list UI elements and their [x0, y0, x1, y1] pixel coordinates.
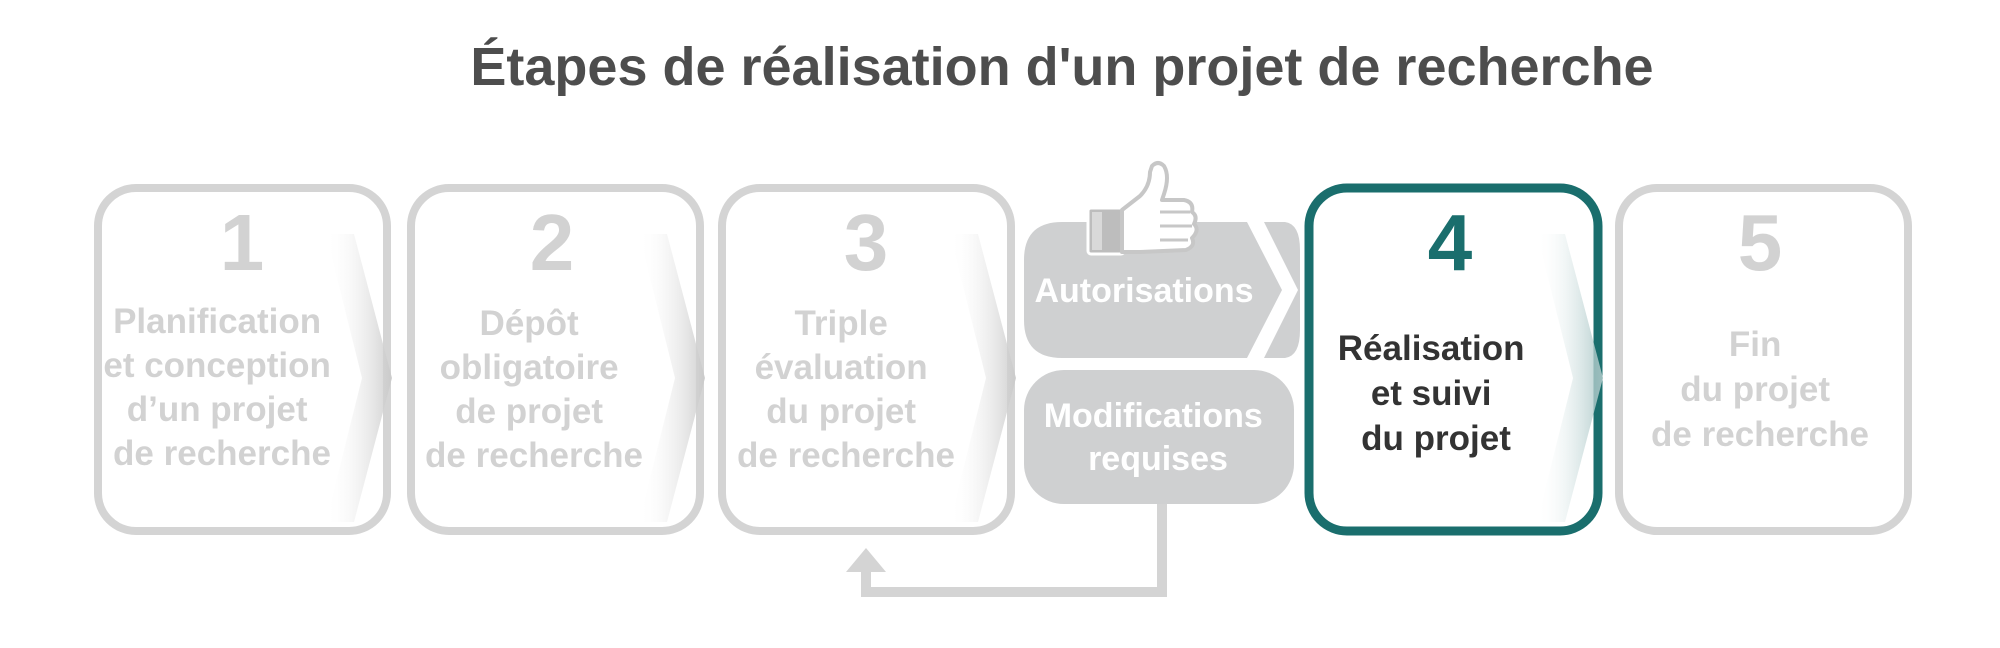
decision-approved: Autorisations — [1024, 222, 1300, 358]
step-3-label-line: de recherche — [737, 436, 955, 475]
step-1-label-line: Planification — [113, 302, 321, 341]
step-3-chevron — [950, 234, 1016, 522]
step-1-label-line: de recherche — [113, 434, 331, 473]
step-4-label-line: du projet — [1361, 419, 1511, 458]
thumbs-up-icon — [1086, 161, 1199, 256]
step-3-label-line: du projet — [766, 392, 916, 431]
step-2-label-line: Dépôt — [480, 304, 580, 343]
step-2-label-line: de projet — [455, 392, 603, 431]
step-1-label-line: d’un projet — [127, 390, 308, 429]
step-2: 2 Dépôt obligatoire de projet de recherc… — [407, 184, 705, 535]
step-3: 3 Triple évaluation du projet de recherc… — [718, 184, 1016, 535]
step-3-label-line: évaluation — [755, 348, 928, 387]
step-1-label-line: et conception — [103, 346, 331, 385]
step-4-label-line: Réalisation — [1338, 329, 1525, 368]
step-5-box — [1615, 184, 1912, 535]
step-5-label-line: Fin — [1729, 325, 1781, 364]
revision-label: Modifications requises — [1044, 397, 1273, 478]
step-1-number: 1 — [220, 198, 265, 287]
step-2-label-line: de recherche — [425, 436, 643, 475]
step-2-number: 2 — [530, 198, 575, 287]
step-3-label-line: Triple — [794, 304, 887, 343]
step-5: 5 Fin du projet de recherche — [1615, 184, 1912, 535]
step-4-number: 4 — [1428, 198, 1473, 287]
step-3-number: 3 — [844, 198, 889, 287]
step-5-label: Fin du projet de recherche — [1651, 325, 1869, 454]
step-4: 4 Réalisation et suivi du projet — [1304, 183, 1603, 536]
step-2-chevron — [639, 234, 705, 522]
step-5-label-line: de recherche — [1651, 415, 1869, 454]
step-5-number: 5 — [1738, 198, 1783, 287]
step-4-label: Réalisation et suivi du projet — [1338, 329, 1534, 458]
step-1-chevron — [326, 234, 392, 522]
step-1: 1 Planification et conception d’un proje… — [94, 184, 392, 535]
step-1-label: Planification et conception d’un projet … — [103, 302, 340, 473]
revision-label-line: requises — [1088, 440, 1228, 478]
step-2-label: Dépôt obligatoire de projet de recherche — [425, 304, 643, 475]
authorization-label: Autorisations — [1034, 272, 1253, 310]
revision-label-line: Modifications — [1044, 397, 1263, 435]
step-5-label-line: du projet — [1680, 370, 1830, 409]
step-4-chevron — [1537, 234, 1603, 522]
authorization-arrow-shape — [1024, 222, 1282, 358]
return-arrow-icon — [846, 504, 1167, 597]
revision-box — [1024, 370, 1294, 504]
decision-revision: Modifications requises — [1024, 370, 1294, 504]
step-3-label: Triple évaluation du projet de recherche — [737, 304, 955, 475]
diagram-title: Étapes de réalisation d'un projet de rec… — [470, 37, 1653, 97]
step-4-label-line: et suivi — [1371, 374, 1492, 413]
authorization-chevron-tail — [1264, 222, 1300, 358]
step-2-label-line: obligatoire — [440, 348, 619, 387]
